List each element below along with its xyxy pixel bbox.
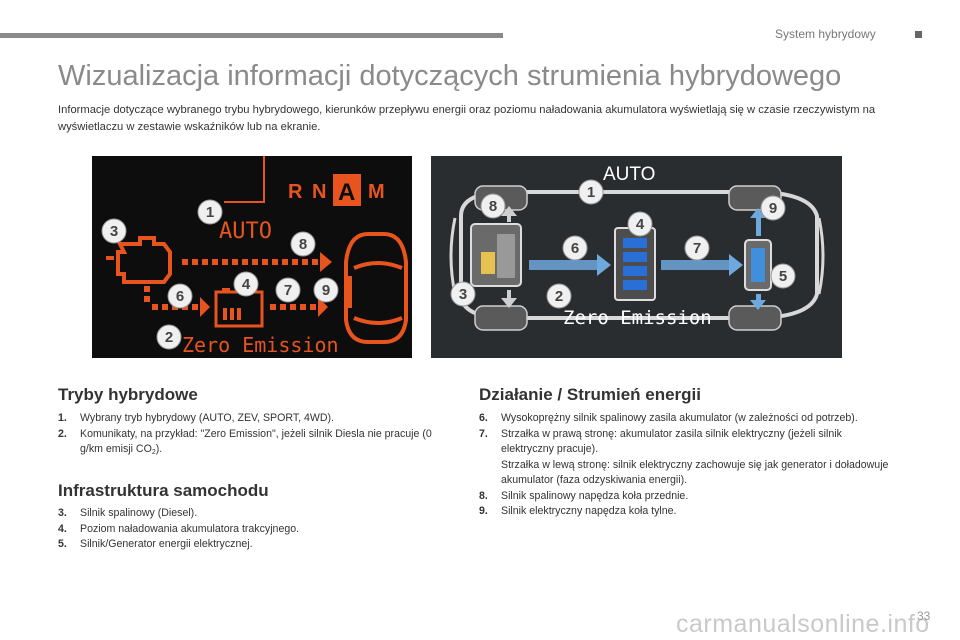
arrow-motor-wheels (750, 208, 766, 310)
svg-text:7: 7 (693, 240, 701, 257)
arrow-engine-wheels (501, 206, 517, 308)
zero-emission-text: Zero Emission (182, 333, 339, 357)
cluster-display-svg: R N A M AUTO (101, 156, 408, 357)
svg-text:6: 6 (176, 288, 184, 305)
battery-pack-icon (614, 227, 656, 301)
marker-6: 6 (167, 283, 193, 309)
list-item: 1. Wybrany tryb hybrydowy (AUTO, ZEV, SP… (58, 412, 335, 424)
svg-text:4: 4 (636, 216, 645, 233)
screen-zero-emission-text: Zero Emission (563, 307, 712, 329)
list-item: 3. Silnik spalinowy (Diesel). (58, 507, 198, 519)
svg-text:9: 9 (322, 282, 330, 299)
arrow-battery-to-motor (661, 254, 743, 276)
list-item: 7. Strzałka w prawą stronę: akumulator z… (479, 427, 889, 487)
marker-8: 8 (480, 193, 506, 219)
marker-6: 6 (562, 235, 588, 261)
list-item: 9. Silnik elektryczny napędza koła tylne… (479, 505, 677, 517)
list-item: 2. Komunikaty, na przykład: "Zero Emissi… (58, 427, 432, 457)
energy-list: 6. Wysokoprężny silnik spalinowy zasila … (479, 411, 889, 520)
intro-text: Informacje dotyczące wybranego trybu hyb… (58, 104, 876, 133)
marker-3: 3 (101, 218, 127, 244)
list-item: 5. Silnik/Generator energii elektrycznej… (58, 538, 253, 550)
arrow-engine-to-battery (529, 254, 611, 276)
arrow-engine-to-front (182, 252, 332, 272)
watermark: carmanualsonline.info (676, 610, 930, 638)
list-item: 8. Silnik spalinowy napędza koła przedni… (479, 489, 689, 502)
svg-text:5: 5 (779, 268, 787, 285)
svg-text:2: 2 (555, 288, 563, 305)
svg-text:4: 4 (242, 276, 251, 293)
marker-4: 4 (627, 211, 653, 237)
marker-9: 9 (313, 277, 339, 303)
svg-text:7: 7 (284, 282, 292, 299)
list-item: 4. Poziom naładowania akumulatora trakcy… (58, 522, 300, 535)
marker-7: 7 (275, 277, 301, 303)
svg-text:3: 3 (110, 223, 118, 240)
electric-motor-icon (744, 239, 772, 291)
infrastructure-heading: Infrastruktura samochodu (58, 481, 269, 500)
infrastructure-list: 3. Silnik spalinowy (Diesel). 4. Poziom … (58, 506, 438, 553)
energy-heading: Działanie / Strumień energii (479, 385, 702, 404)
gear-m: M (368, 181, 385, 203)
screen-display-svg: AUTO (449, 164, 825, 331)
svg-text:8: 8 (489, 198, 497, 215)
marker-8: 8 (290, 231, 316, 257)
engine-icon (106, 236, 172, 284)
svg-text:2: 2 (165, 329, 173, 346)
svg-text:9: 9 (769, 200, 777, 217)
screen-display-illustration: AUTO (431, 156, 842, 358)
marker-5: 5 (770, 263, 796, 289)
marker-1: 1 (197, 199, 223, 225)
modes-heading: Tryby hybrydowe (58, 385, 198, 404)
page-title: Wizualizacja informacji dotyczących stru… (58, 60, 842, 92)
svg-text:8: 8 (299, 236, 307, 253)
header-rule (0, 33, 503, 38)
modes-list: 1. Wybrany tryb hybrydowy (AUTO, ZEV, SP… (58, 411, 438, 461)
section-label: System hybrydowy (775, 27, 876, 41)
gear-r: R (288, 181, 303, 203)
list-item: 6. Wysokoprężny silnik spalinowy zasila … (479, 412, 858, 424)
marker-9: 9 (760, 195, 786, 221)
marker-7: 7 (684, 235, 710, 261)
page-number: 33 (917, 609, 931, 623)
gear-a: A (338, 179, 355, 206)
svg-text:1: 1 (587, 184, 595, 201)
marker-3: 3 (450, 281, 476, 307)
marker-2: 2 (546, 283, 572, 309)
cluster-display-illustration: R N A M AUTO (92, 156, 412, 358)
marker-4: 4 (233, 271, 259, 297)
section-marker (915, 31, 922, 38)
marker-2: 2 (156, 324, 182, 350)
svg-text:3: 3 (459, 286, 467, 303)
mode-text: AUTO (219, 219, 272, 244)
car-outline-icon (344, 232, 408, 344)
svg-text:6: 6 (571, 240, 579, 257)
svg-text:1: 1 (206, 204, 214, 221)
screen-mode-text: AUTO (603, 164, 655, 185)
arrow-battery-to-motor (270, 297, 328, 317)
marker-1: 1 (578, 179, 604, 205)
gear-n: N (312, 181, 326, 203)
engine-block-icon (470, 223, 522, 287)
